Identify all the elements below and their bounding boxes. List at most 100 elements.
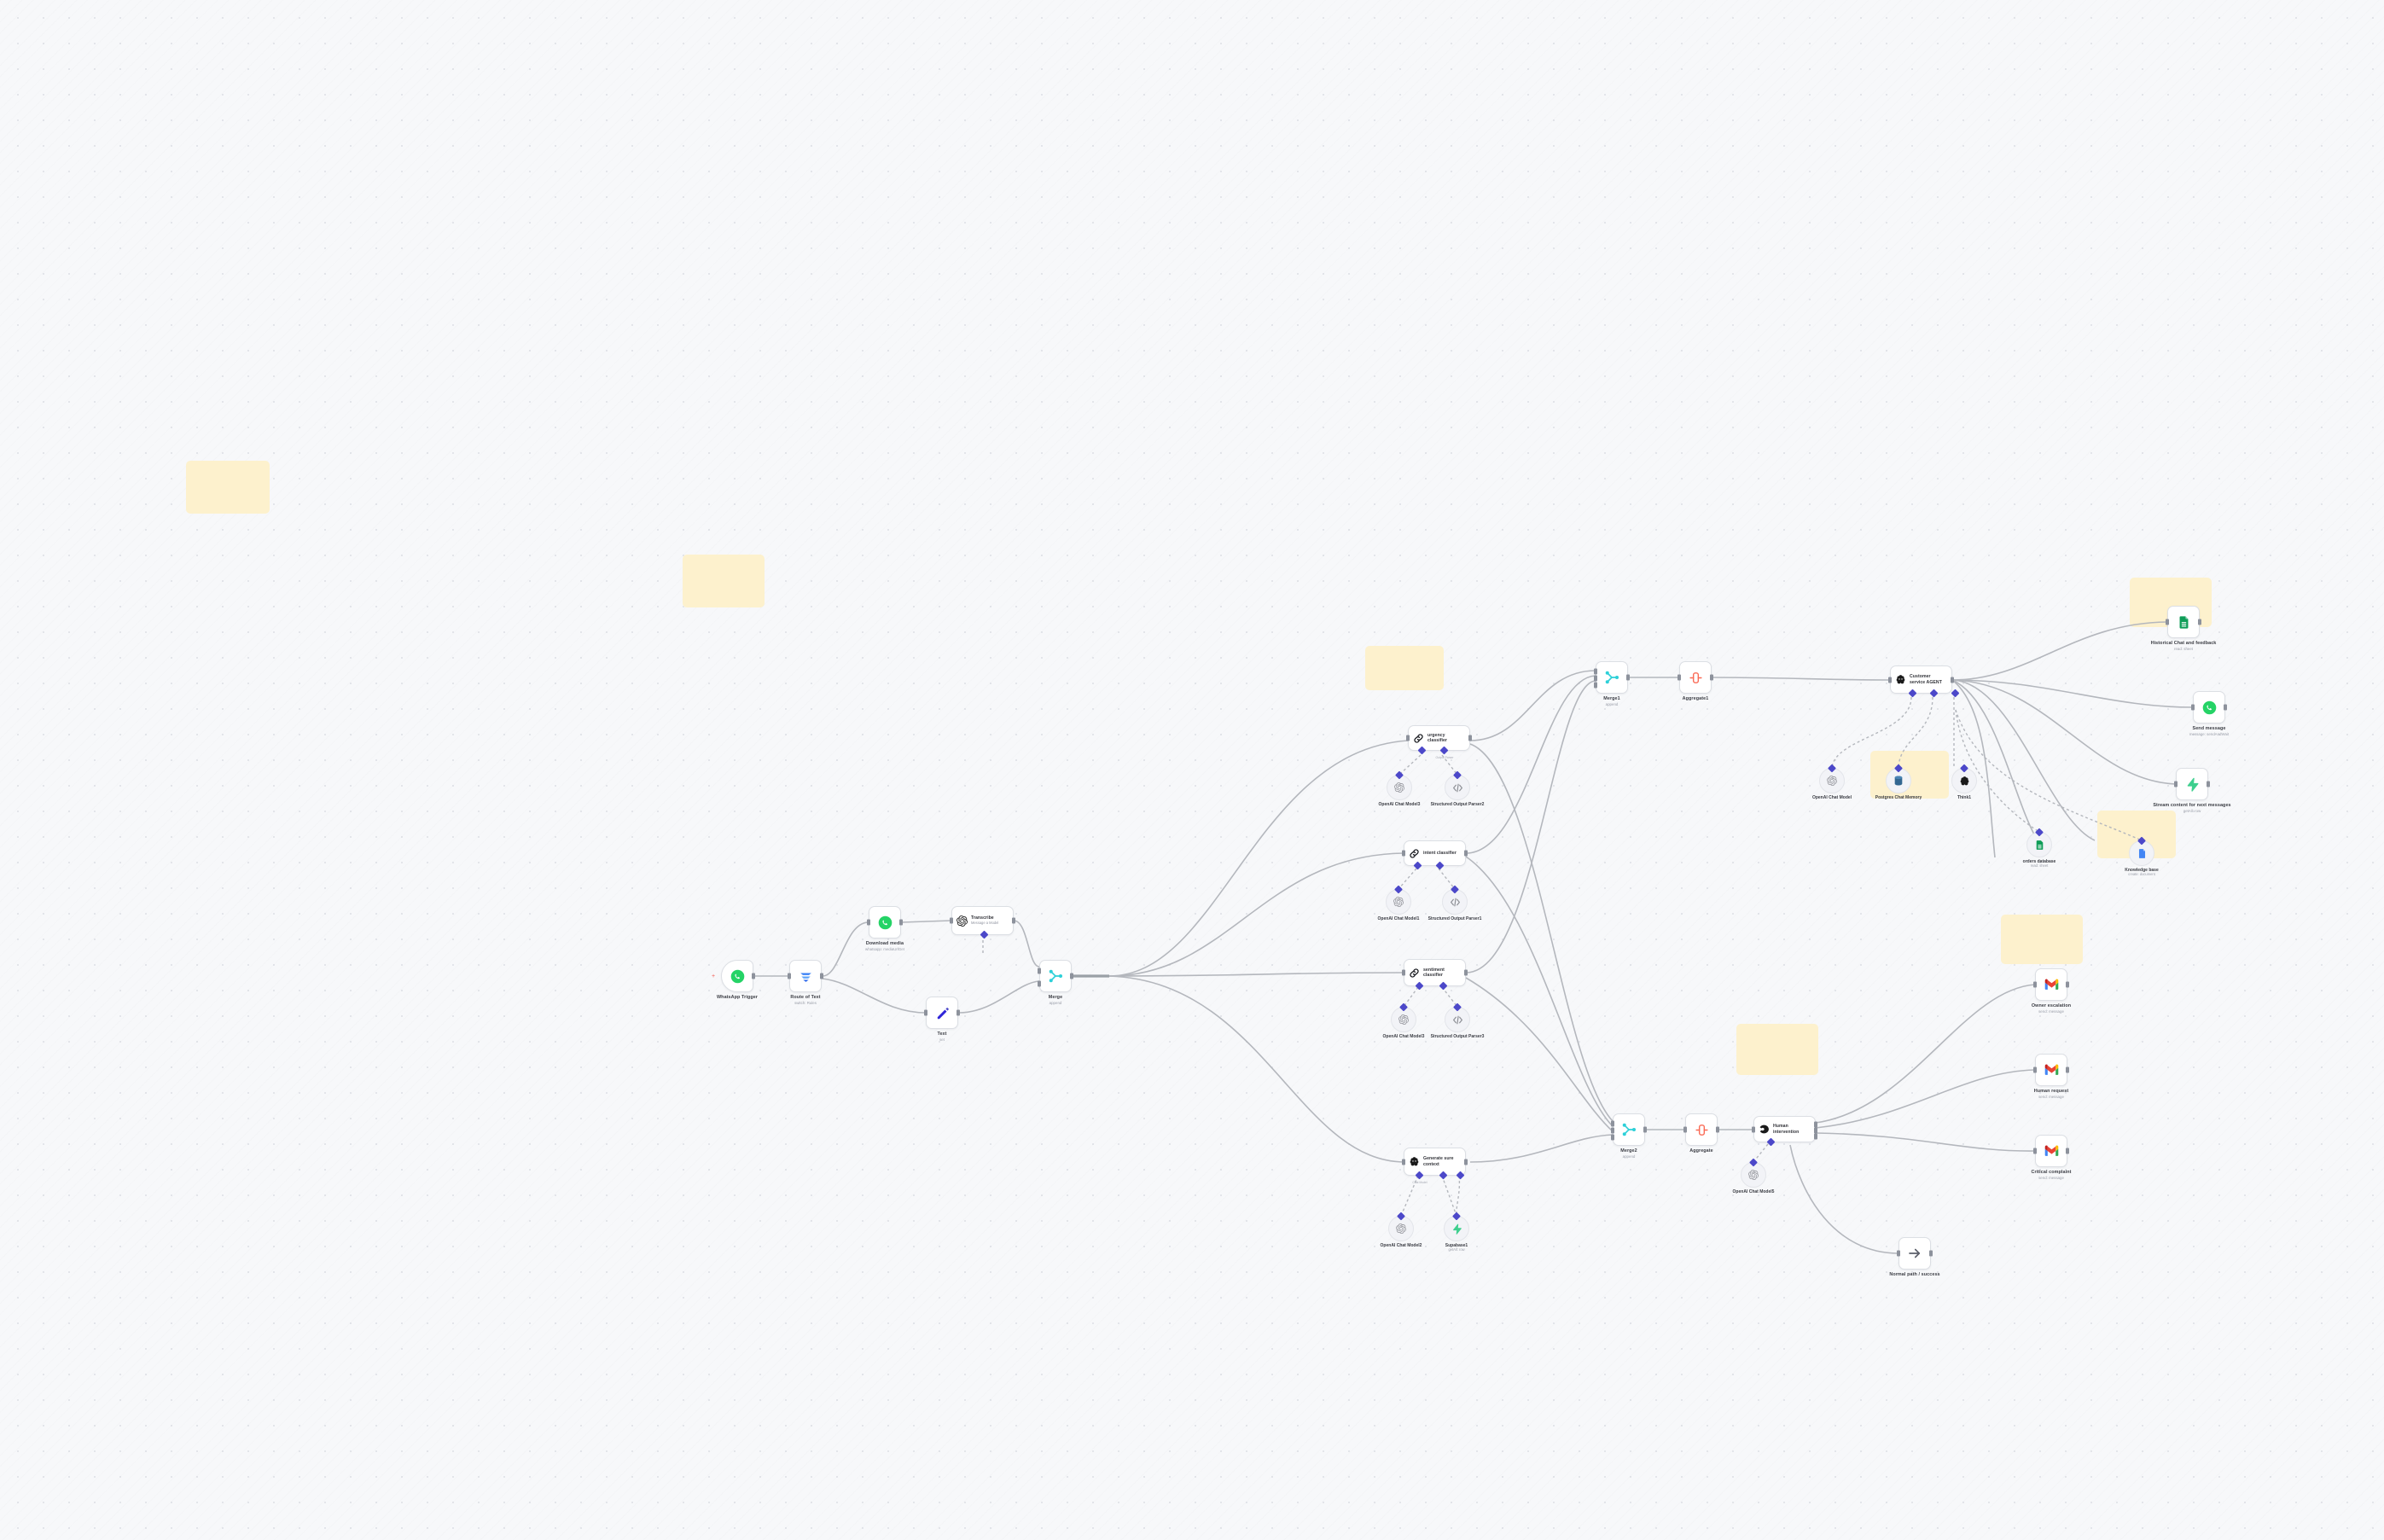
transcribe-box[interactable]: Transcribe Message a Model	[950, 906, 1015, 939]
sticky-note[interactable]	[1365, 646, 1444, 690]
supabase1-circle[interactable]	[1444, 1212, 1469, 1241]
intent-classifier-box[interactable]: intent classifier	[1402, 840, 1468, 870]
output-port[interactable]	[1710, 674, 1713, 681]
input-port-2[interactable]	[1611, 1127, 1614, 1134]
input-port[interactable]	[1402, 850, 1405, 857]
human-intervention-box[interactable]: Human intervention	[1752, 1116, 1817, 1147]
node-merge[interactable]: Merge append	[1038, 960, 1073, 1005]
input-port[interactable]	[788, 973, 791, 979]
node-intent-classifier[interactable]: intent classifier	[1402, 840, 1468, 870]
node-historical-chat-feedback[interactable]: Historical Chat and feedback read: sheet	[2151, 606, 2216, 651]
output-port[interactable]	[1464, 850, 1468, 857]
node-aggregate2[interactable]: Aggregate	[1683, 1113, 1719, 1154]
node-whatsapp-trigger[interactable]: + WhatsApp Trigger	[712, 960, 758, 1000]
openai-chat-model1-circle[interactable]	[1386, 885, 1411, 915]
aggregate1-box[interactable]	[1678, 661, 1713, 694]
output-port[interactable]	[1929, 1250, 1933, 1257]
subnode-openai-chat-model4[interactable]: OpenAI Chat Model2	[1381, 1212, 1422, 1248]
node-critical-complaint[interactable]: Critical complaint send: message	[2031, 1135, 2071, 1180]
output-port[interactable]	[2207, 781, 2210, 787]
openai-chat-model6-circle[interactable]	[1741, 1158, 1766, 1188]
openai-chat-model5-circle[interactable]	[1819, 764, 1845, 793]
knowledge-base-circle[interactable]	[2129, 836, 2154, 866]
input-port-3[interactable]	[1611, 1134, 1614, 1141]
urgency-classifier-box[interactable]: urgency classifier Output Parser	[1406, 725, 1472, 759]
subnode-structured-output-parser3[interactable]: Structured Output Parser3	[1431, 1002, 1484, 1039]
subnode-orders-database[interactable]: orders database read: sheet	[2023, 828, 2055, 868]
node-route-of-text[interactable]: Route of Text switch: Rules	[788, 960, 823, 1005]
input-port[interactable]	[1897, 1250, 1900, 1257]
node-generate-sure-context[interactable]: Generate sure context Chat Model	[1402, 1148, 1468, 1184]
output-port[interactable]	[1464, 969, 1468, 976]
openai-chat-model4-circle[interactable]	[1388, 1212, 1414, 1241]
input-port-1[interactable]	[1611, 1120, 1614, 1127]
output-port[interactable]	[1468, 735, 1472, 741]
merge-box[interactable]	[1038, 960, 1073, 992]
output-port[interactable]	[2198, 619, 2201, 625]
stream-content-box[interactable]	[2174, 768, 2210, 800]
subnode-supabase1[interactable]: Supabase1 getAll: row	[1444, 1212, 1469, 1252]
output-port-3[interactable]	[1814, 1133, 1817, 1140]
normal-path-success-box[interactable]	[1897, 1237, 1933, 1270]
sentiment-classifier-box[interactable]: sentiment classifier	[1402, 959, 1468, 991]
openai-chat-model2-circle[interactable]	[1391, 1002, 1416, 1032]
output-port[interactable]	[820, 973, 823, 979]
node-owner-escalation[interactable]: Owner escalation send: message	[2032, 968, 2071, 1014]
subnode-structured-output-parser1[interactable]: Structured Output Parser1	[1428, 885, 1481, 921]
customer-service-agent-box[interactable]: Customer service AGENT	[1888, 665, 1960, 698]
input-port[interactable]	[1678, 674, 1681, 681]
node-merge1[interactable]: Merge1 append	[1594, 661, 1630, 706]
output-port[interactable]	[1070, 973, 1073, 979]
owner-escalation-box[interactable]	[2033, 968, 2069, 1001]
output-port[interactable]	[2066, 1066, 2069, 1073]
input-port[interactable]	[1406, 735, 1410, 741]
output-port-2[interactable]	[1814, 1127, 1817, 1134]
input-port[interactable]	[2174, 781, 2178, 787]
subnode-knowledge-base[interactable]: Knowledge base create: document	[2125, 836, 2159, 876]
add-node-plus-icon[interactable]: +	[712, 973, 716, 979]
sticky-note[interactable]	[683, 555, 765, 607]
input-port-1[interactable]	[1594, 668, 1597, 675]
node-urgency-classifier[interactable]: urgency classifier Output Parser	[1406, 725, 1472, 759]
output-port[interactable]	[2066, 981, 2069, 988]
node-human-intervention[interactable]: Human intervention	[1752, 1116, 1817, 1147]
output-port[interactable]	[1464, 1159, 1468, 1165]
critical-complaint-box[interactable]	[2033, 1135, 2069, 1167]
input-port[interactable]	[2033, 981, 2037, 988]
node-text-set[interactable]: Text set	[924, 997, 960, 1042]
node-send-message[interactable]: Send message message: sendAndWait	[2189, 691, 2229, 736]
output-port[interactable]	[1951, 677, 1954, 683]
input-port[interactable]	[924, 1009, 927, 1016]
node-merge2[interactable]: Merge2 append	[1611, 1113, 1647, 1159]
output-port[interactable]	[1643, 1126, 1647, 1133]
input-port[interactable]	[2033, 1148, 2037, 1154]
output-port[interactable]	[752, 973, 755, 979]
orders-database-circle[interactable]	[2026, 828, 2052, 857]
output-port[interactable]	[2224, 704, 2227, 711]
merge1-box[interactable]	[1594, 661, 1630, 694]
input-port[interactable]	[867, 919, 870, 926]
human-request-box[interactable]	[2033, 1054, 2069, 1086]
route-of-text-box[interactable]	[788, 960, 823, 992]
subnode-think1[interactable]: Think1	[1951, 764, 1977, 800]
historical-chat-feedback-box[interactable]	[2166, 606, 2201, 638]
input-port[interactable]	[1402, 969, 1405, 976]
output-port[interactable]	[1012, 917, 1015, 924]
aggregate2-box[interactable]	[1683, 1113, 1719, 1146]
input-port-2[interactable]	[1594, 675, 1597, 682]
input-port[interactable]	[2166, 619, 2169, 625]
sticky-note[interactable]	[2001, 915, 2083, 964]
node-normal-path-success[interactable]: Normal path / success	[1889, 1237, 1940, 1277]
merge2-box[interactable]	[1611, 1113, 1647, 1146]
output-port[interactable]	[1626, 674, 1630, 681]
structured-output-parser1-circle[interactable]	[1442, 885, 1468, 915]
input-port[interactable]	[1752, 1126, 1755, 1132]
node-customer-service-agent[interactable]: Customer service AGENT	[1888, 665, 1960, 698]
postgres-chat-memory-circle[interactable]	[1886, 764, 1911, 793]
node-human-request[interactable]: Human request send: message	[2033, 1054, 2069, 1099]
download-media-box[interactable]	[867, 906, 903, 939]
output-port-1[interactable]	[1814, 1121, 1817, 1128]
output-port[interactable]	[899, 919, 903, 926]
input-port[interactable]	[2033, 1066, 2037, 1073]
